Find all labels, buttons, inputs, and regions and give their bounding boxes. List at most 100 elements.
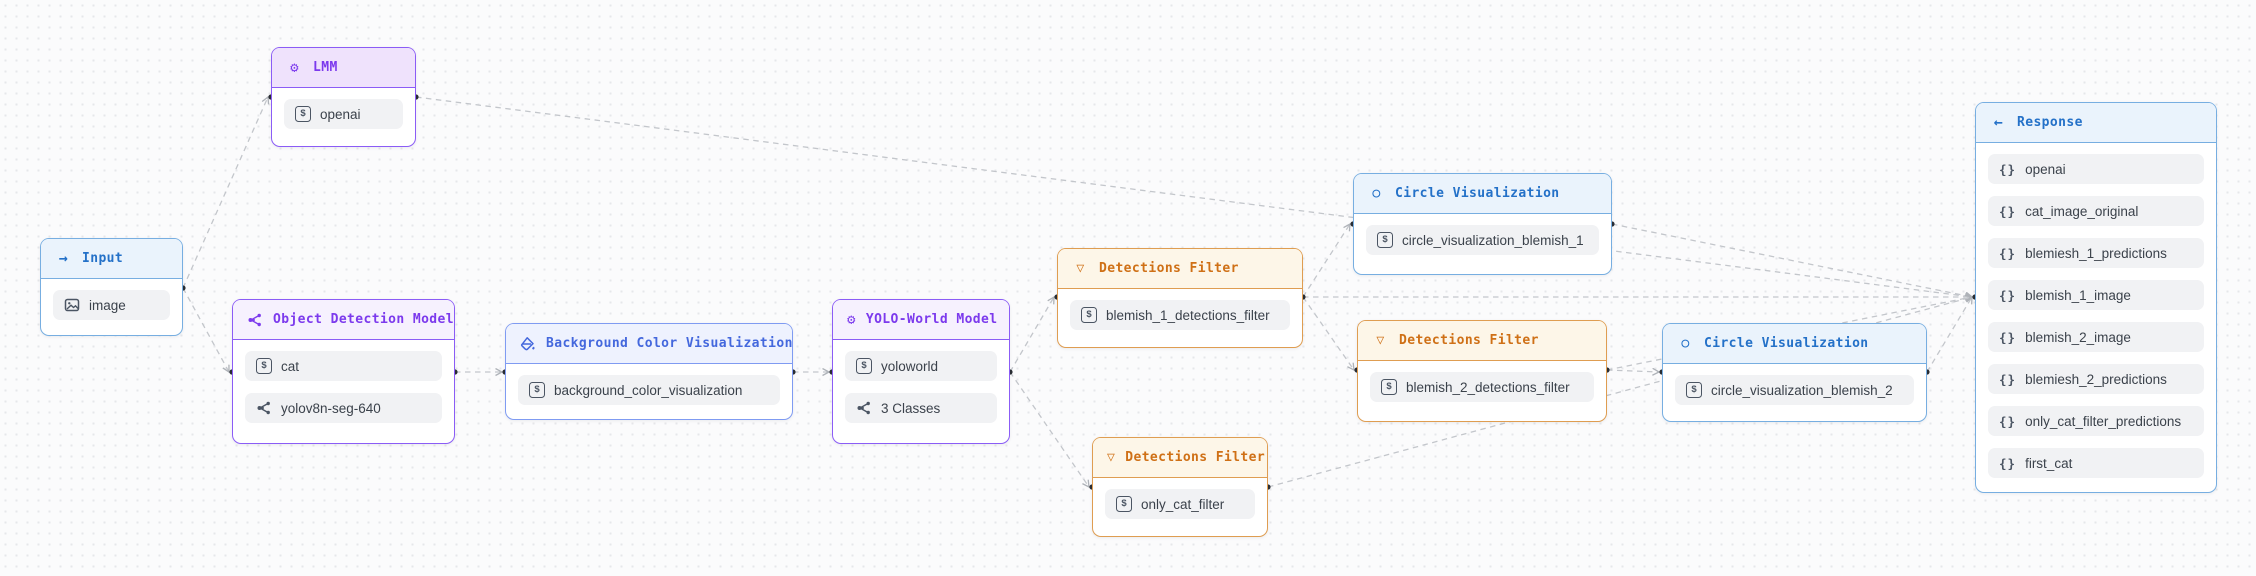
node-header: ⚙YOLO-World Model (833, 300, 1009, 340)
funnel-icon: ▽ (1107, 450, 1116, 465)
node-body: $background_color_visualization (506, 364, 792, 419)
node-title: Detections Filter (1399, 333, 1539, 348)
node-item[interactable]: {}cat_image_original (1988, 196, 2204, 226)
item-label: yoloworld (881, 358, 939, 374)
image-icon (64, 297, 80, 313)
node-item[interactable]: $openai (284, 99, 403, 129)
node-item[interactable]: 3 Classes (845, 393, 997, 423)
node-item[interactable]: $background_color_visualization (518, 375, 780, 405)
node-item[interactable]: $circle_visualization_blemish_1 (1366, 225, 1599, 255)
node-header: ○Circle Visualization (1663, 324, 1926, 364)
node-item[interactable]: $ blemish_1_detections_filter (1070, 300, 1290, 330)
braces-icon: {} (1999, 287, 2017, 303)
node-header: → Input (41, 239, 182, 279)
gear-icon: ⚙ (847, 311, 856, 328)
node-item[interactable]: {}blemiesh_1_predictions (1988, 238, 2204, 268)
node-header: ▽ Detections Filter (1093, 438, 1267, 478)
node-title: Detections Filter (1125, 450, 1266, 465)
node-item[interactable]: $circle_visualization_blemish_2 (1675, 375, 1914, 405)
node-item[interactable]: image (53, 290, 170, 320)
lmm-node[interactable]: ⚙ LMM $openai (271, 47, 416, 147)
circle-icon: ○ (1372, 186, 1381, 201)
node-header: ⚙ LMM (272, 48, 415, 88)
node-body: $circle_visualization_blemish_2 (1663, 364, 1926, 421)
node-body: $ blemish_1_detections_filter (1058, 289, 1302, 347)
edge-cv2-response (1926, 297, 1972, 373)
cv1-node[interactable]: ○ Circle Visualization $circle_visualizati… (1353, 173, 1612, 275)
arrow-left-icon: ← (1993, 113, 2004, 131)
dollar-icon: $ (856, 358, 872, 374)
ocf-node[interactable]: ▽ Detections Filter $ only_cat_filter (1092, 437, 1268, 537)
dollar-icon: $ (529, 382, 545, 398)
node-header: ▽ Detections Filter (1358, 321, 1606, 361)
node-body: $openai (272, 88, 415, 146)
item-label: only_cat_filter (1141, 496, 1225, 512)
node-title: Detections Filter (1099, 261, 1239, 276)
edge-df1-df2 (1302, 296, 1354, 370)
df2-node[interactable]: ▽ Detections Filter $ blemish_2_detections_… (1357, 320, 1607, 422)
node-item[interactable]: {} blemiesh_2_predictions (1988, 364, 2204, 394)
node-header: ○ Circle Visualization (1354, 174, 1611, 214)
node-item[interactable]: $cat (245, 351, 442, 381)
braces-icon: {} (1999, 203, 2017, 219)
dollar-icon: $ (1377, 232, 1393, 248)
funnel-icon: ▽ (1076, 261, 1085, 276)
bcv-node[interactable]: Background Color Visualization $backgroun… (505, 323, 793, 420)
node-item[interactable]: {} only_cat_filter_predictions (1988, 406, 2204, 436)
node-title: Circle Visualization (1395, 186, 1560, 201)
node-item[interactable]: {} first_cat (1988, 448, 2204, 478)
braces-icon: {} (1999, 245, 2017, 261)
node-item[interactable]: $ yoloworld (845, 351, 997, 381)
gear-icon: ⚙ (290, 59, 299, 76)
network-icon (256, 400, 272, 416)
node-header: Object Detection Model (233, 300, 454, 340)
node-header: ▽ Detections Filter (1058, 249, 1302, 289)
edge-yolo-df1 (1009, 297, 1054, 373)
braces-icon: {} (1999, 413, 2017, 429)
node-title: Response (2017, 115, 2083, 130)
node-item[interactable]: $ only_cat_filter (1105, 489, 1255, 519)
item-label: blemiesh_2_predictions (2025, 371, 2167, 387)
node-item[interactable]: {} blemish_1_image (1988, 280, 2204, 310)
node-item[interactable]: $ blemish_2_detections_filter (1370, 372, 1594, 402)
funnel-icon: ▽ (1376, 333, 1385, 348)
node-title: LMM (313, 60, 338, 75)
node-body: {}openai {}cat_image_original {}blemiesh_1… (1976, 143, 2216, 492)
edge-df2-cv2 (1606, 370, 1659, 372)
odm-node[interactable]: Object Detection Model $cat yolov8n-seg-6… (232, 299, 455, 444)
item-label: blemish_1_detections_filter (1106, 307, 1270, 323)
arrow-right-icon: → (58, 249, 69, 267)
network-icon (856, 400, 872, 416)
node-item[interactable]: {}openai (1988, 154, 2204, 184)
item-label: blemish_1_image (2025, 287, 2131, 303)
braces-icon: {} (1999, 371, 2017, 387)
item-label: yolov8n-seg-640 (281, 400, 381, 416)
node-body: $ only_cat_filter (1093, 478, 1267, 536)
braces-icon: {} (1999, 329, 2017, 345)
item-label: 3 Classes (881, 400, 941, 416)
item-label: only_cat_filter_predictions (2025, 413, 2182, 429)
input-node[interactable]: → Input image (40, 238, 183, 336)
yolo-node[interactable]: ⚙YOLO-World Model $ yoloworld 3 Classes (832, 299, 1010, 444)
edge-input-lmm (182, 97, 268, 289)
cv2-node[interactable]: ○Circle Visualization $circle_visualizati… (1662, 323, 1927, 422)
item-label: first_cat (2025, 455, 2073, 471)
dollar-icon: $ (1081, 307, 1097, 323)
node-header: Background Color Visualization (506, 324, 792, 364)
dollar-icon: $ (256, 358, 272, 374)
df1-node[interactable]: ▽ Detections Filter $ blemish_1_detections_… (1057, 248, 1303, 348)
dollar-icon: $ (1116, 496, 1132, 512)
node-title: Circle Visualization (1704, 336, 1869, 351)
node-title: Background Color Visualization (546, 336, 793, 351)
node-item[interactable]: {}blemish_2_image (1988, 322, 2204, 352)
node-body: $ blemish_2_detections_filter (1358, 361, 1606, 421)
edge-df1-cv1 (1302, 224, 1350, 298)
node-item[interactable]: yolov8n-seg-640 (245, 393, 442, 423)
item-label: blemish_2_detections_filter (1406, 379, 1570, 395)
dollar-icon: $ (295, 106, 311, 122)
dollar-icon: $ (1381, 379, 1397, 395)
braces-icon: {} (1999, 455, 2017, 471)
node-title: Input (82, 251, 124, 266)
response-node[interactable]: ←Response{}openai{}cat_image_original{}b… (1975, 102, 2217, 493)
